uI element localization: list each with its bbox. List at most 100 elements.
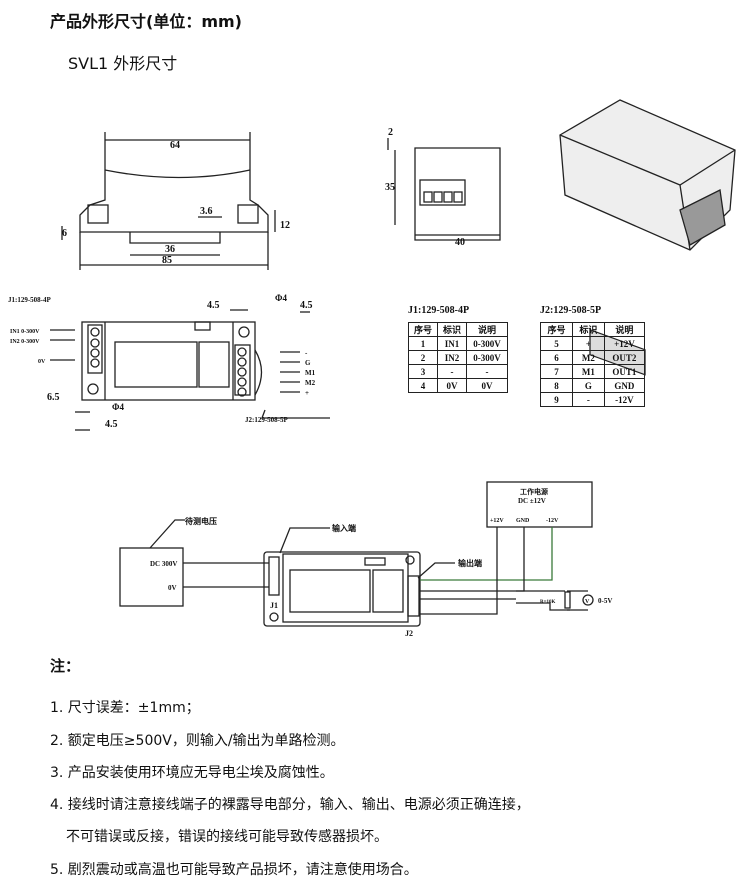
- hole-diameter-bottom: Φ4: [112, 402, 124, 412]
- note-4: 4. 接线时请注意接线端子的裸露导电部分，输入、输出、电源必须正确连接，: [50, 797, 530, 813]
- dim-4-5-a: 4.5: [207, 300, 220, 311]
- table-cell: IN1: [437, 336, 467, 351]
- table-cell: GND: [603, 378, 646, 393]
- voltmeter-icon: V: [585, 599, 590, 605]
- pin-plus: +: [305, 389, 309, 397]
- table-row: 3--: [408, 364, 508, 379]
- table-row: 5++12V: [540, 336, 646, 351]
- table-header-row: 序号标识说明: [540, 322, 646, 337]
- pin-0v: 0V: [38, 359, 46, 365]
- dc-300v-label: DC 300V: [150, 560, 177, 568]
- power-title: 工作电源: [520, 487, 548, 496]
- table-cell: 6: [540, 350, 573, 365]
- dim-6-5: 6.5: [47, 392, 60, 403]
- j2-connector-label: J2:129-508-5P: [245, 416, 288, 424]
- table-cell: M1: [571, 364, 605, 379]
- table-header-row: 序号标识说明: [408, 322, 508, 337]
- zero-v-label: 0V: [168, 584, 177, 592]
- output-range-label: 0-5V: [598, 597, 612, 605]
- pin-minus: -: [305, 349, 308, 357]
- table-cell: 4: [408, 378, 438, 393]
- table-cell: -: [466, 364, 508, 379]
- note-4-continued: 不可错误或反接，错误的接线可能导致传感器损坏。: [66, 829, 388, 845]
- table-row: 9--12V: [540, 392, 646, 407]
- table-cell: 9: [540, 392, 573, 407]
- dim-36: 36: [165, 244, 175, 255]
- table-cell: 1: [408, 336, 438, 351]
- dim-2: 2: [388, 127, 393, 138]
- table-cell: 2: [408, 350, 438, 365]
- table-cell: 0V: [466, 378, 508, 393]
- output-end-label: 输出端: [458, 558, 482, 568]
- section-title: SVL1 外形尺寸: [68, 54, 178, 73]
- dim-12: 12: [280, 220, 290, 231]
- page-title: 产品外形尺寸(单位：mm): [50, 12, 242, 31]
- dim-85: 85: [162, 255, 172, 266]
- table-cell: 0-300V: [466, 350, 508, 365]
- table-cell: OUT2: [603, 350, 646, 365]
- table-cell: 5: [540, 336, 573, 351]
- measured-voltage-label: 待测电压: [184, 516, 217, 526]
- table-cell: 0-300V: [466, 336, 508, 351]
- note-3: 3. 产品安装使用环境应无导电尘埃及腐蚀性。: [50, 765, 334, 781]
- table-cell: -12V: [603, 392, 646, 407]
- input-end-label: 输入端: [332, 523, 356, 533]
- table-cell: M2: [571, 350, 605, 365]
- pin-in1: IN1 0-300V: [10, 329, 40, 335]
- table-cell: G: [571, 378, 605, 393]
- pin-g: G: [305, 359, 311, 367]
- table-cell: -: [437, 364, 467, 379]
- table-header: 序号: [408, 322, 438, 337]
- dim-35: 35: [385, 182, 395, 193]
- table-header: 说明: [466, 322, 508, 337]
- dim-3-6: 3.6: [200, 206, 213, 217]
- j1-connector-label: J1:129-508-4P: [8, 296, 51, 304]
- table-cell: 8: [540, 378, 573, 393]
- side-view-drawing: 2 35 40: [385, 127, 501, 248]
- dim-4-5-b: 4.5: [300, 300, 313, 311]
- table-cell: OUT1: [603, 364, 646, 379]
- table-header: 标识: [571, 322, 605, 337]
- bottom-view-drawing: J1:129-508-4P J2:129-508-5P IN1 0-300V I…: [8, 293, 330, 431]
- j2-label: J2: [405, 629, 413, 638]
- power-spec: DC ±12V: [518, 497, 546, 505]
- table-cell: IN2: [437, 350, 467, 365]
- dim-40: 40: [455, 237, 465, 248]
- note-1: 1. 尺寸误差：±1mm；: [50, 700, 200, 716]
- j2-table-caption: J2:129-508-5P: [540, 305, 602, 316]
- table-cell: 0V: [437, 378, 467, 393]
- minus12-label: -12V: [546, 518, 559, 524]
- table-cell: +12V: [603, 336, 646, 351]
- hole-diameter-top: Φ4: [275, 293, 287, 303]
- notes-heading: 注：: [50, 657, 81, 675]
- note-5: 5. 剧烈震动或高温也可能导致产品损坏，请注意使用场合。: [50, 862, 418, 878]
- j1-label: J1: [270, 601, 278, 610]
- wiring-diagram: 待测电压 DC 300V 0V 输入端 输出端 工作电源 DC ±12V +12…: [119, 481, 612, 638]
- table-cell: 3: [408, 364, 438, 379]
- pin-m2: M2: [305, 379, 316, 387]
- j1-table-caption: J1:129-508-4P: [408, 305, 470, 316]
- table-cell: +: [571, 336, 605, 351]
- dim-64: 64: [170, 140, 180, 151]
- table-header: 说明: [603, 322, 646, 337]
- plus12-label: +12V: [490, 518, 504, 524]
- note-2: 2. 额定电压≥500V，则输入/输出为单路检测。: [50, 733, 345, 749]
- gnd-label: GND: [516, 518, 530, 524]
- front-view-drawing: 64 3.6 12 6 36 85: [61, 132, 290, 270]
- table-header: 标识: [437, 322, 467, 337]
- dim-4-5-d: 4.5: [105, 419, 118, 430]
- dim-6: 6: [62, 228, 67, 239]
- pin-m1: M1: [305, 369, 316, 377]
- table-cell: -: [571, 392, 605, 407]
